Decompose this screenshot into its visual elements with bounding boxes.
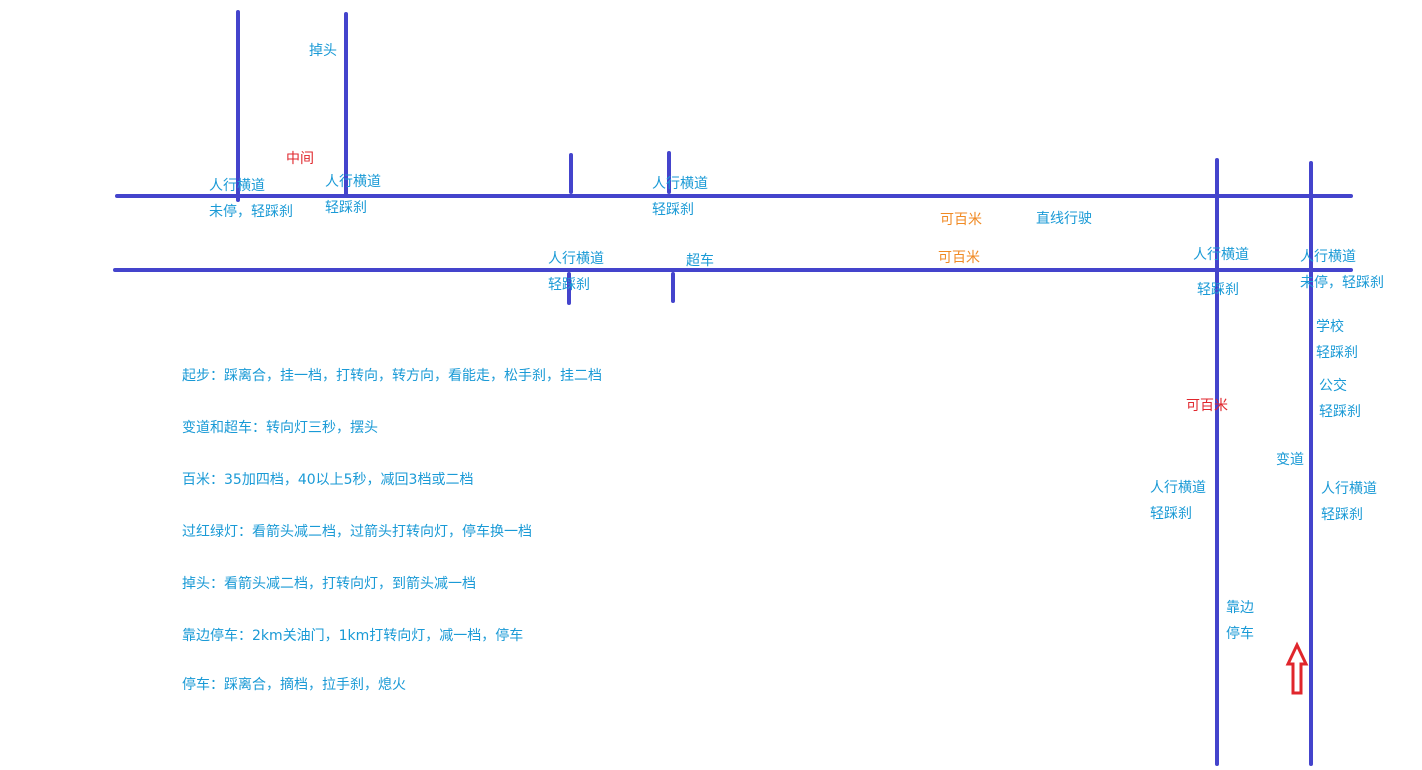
note-stop: 停车：踩离合，摘档，拉手刹，熄火 <box>182 677 406 693</box>
crosswalk-action-label: 轻踩刹 <box>325 200 367 216</box>
bus-label: 公交 <box>1319 378 1347 394</box>
note-start: 起步：踩离合，挂一档，打转向，转方向，看能走，松手刹，挂二档 <box>182 368 602 384</box>
crosswalk-action-label: 轻踩刹 <box>548 277 590 293</box>
hundred-meter-label: 可百米 <box>938 250 980 266</box>
middle-label: 中间 <box>286 151 314 167</box>
crosswalk-label: 人行横道 <box>548 251 604 267</box>
school-action-label: 轻踩刹 <box>1316 345 1358 361</box>
crosswalk-action-label: 轻踩刹 <box>1321 507 1363 523</box>
lane-change-label: 变道 <box>1276 452 1304 468</box>
note-lane-change: 变道和超车：转向灯三秒，摆头 <box>182 420 378 436</box>
crosswalk-label: 人行横道 <box>1193 247 1249 263</box>
overtake-label: 超车 <box>686 253 714 269</box>
direction-arrow-icon <box>1285 641 1309 695</box>
crosswalk-action-label: 轻踩刹 <box>652 202 694 218</box>
crosswalk-label: 人行横道 <box>1150 480 1206 496</box>
note-traffic-light: 过红绿灯：看箭头减二档，过箭头打转向灯，停车换一档 <box>182 524 532 540</box>
school-label: 学校 <box>1316 319 1344 335</box>
crosswalk-label: 人行横道 <box>325 174 381 190</box>
pull-over-label: 靠边 <box>1226 600 1254 616</box>
note-hundred-meter: 百米：35加四档，40以上5秒，减回3档或二档 <box>182 472 474 488</box>
crosswalk-action-label: 未停，轻踩刹 <box>1300 275 1384 291</box>
uturn-label: 掉头 <box>309 43 337 59</box>
crosswalk-label: 人行横道 <box>209 178 265 194</box>
crosswalk-action-label: 未停，轻踩刹 <box>209 204 293 220</box>
straight-drive-label: 直线行驶 <box>1036 211 1092 227</box>
hundred-meter-label: 可百米 <box>940 212 982 228</box>
hundred-meter-red-label: 可百米 <box>1186 398 1228 414</box>
crosswalk-label: 人行横道 <box>652 176 708 192</box>
crosswalk-action-label: 轻踩刹 <box>1150 506 1192 522</box>
note-pull-over: 靠边停车：2km关油门，1km打转向灯，减一档，停车 <box>182 628 524 644</box>
pull-over-label: 停车 <box>1226 626 1254 642</box>
crosswalk-label: 人行横道 <box>1300 249 1356 265</box>
note-uturn: 掉头：看箭头减二档，打转向灯，到箭头减一档 <box>182 576 476 592</box>
crosswalk-action-label: 轻踩刹 <box>1197 282 1239 298</box>
bus-action-label: 轻踩刹 <box>1319 404 1361 420</box>
crosswalk-label: 人行横道 <box>1321 481 1377 497</box>
